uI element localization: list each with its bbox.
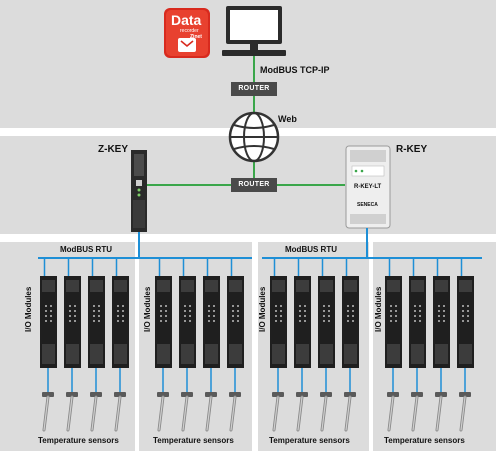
io-modules-label-4: I/O Modules <box>374 286 383 332</box>
rkey-brand-label: SENECA <box>357 202 378 208</box>
modbus-rtu-buses <box>38 257 482 276</box>
logo-title: Data <box>171 12 202 28</box>
modbus-rtu-label-left: ModBUS RTU <box>60 245 112 254</box>
temperature-sensor <box>387 392 399 432</box>
temperature-sensor <box>272 392 284 432</box>
temperature-sensor <box>181 392 193 432</box>
io-module <box>342 276 359 368</box>
temperature-sensors-label-3: Temperature sensors <box>269 436 350 445</box>
group-divider-1 <box>135 242 139 451</box>
temperature-sensor <box>320 392 332 432</box>
io-module <box>179 276 196 368</box>
io-modules-label-3: I/O Modules <box>258 286 267 332</box>
io-module <box>457 276 474 368</box>
temperature-sensors-label-4: Temperature sensors <box>384 436 465 445</box>
io-module <box>433 276 450 368</box>
temperature-sensor <box>114 392 126 432</box>
data-recorder-logo <box>164 8 210 58</box>
temperature-sensors-label-1: Temperature sensors <box>38 436 119 445</box>
router-top: ROUTER <box>231 82 277 96</box>
io-modules-label-2: I/O Modules <box>143 286 152 332</box>
section-divider <box>252 242 258 451</box>
temperature-sensors-label-2: Temperature sensors <box>153 436 234 445</box>
temperature-sensor <box>296 392 308 432</box>
temperature-sensor <box>344 392 356 432</box>
io-module <box>385 276 402 368</box>
temperature-sensor <box>435 392 447 432</box>
middle-band <box>0 234 496 242</box>
logo-subtitle: recorder <box>180 28 199 34</box>
modbus-tcp-label: ModBUS TCP-IP <box>260 65 330 75</box>
temperature-sensor-groups <box>42 368 471 432</box>
globe-icon <box>228 111 280 163</box>
temperature-sensor <box>411 392 423 432</box>
temperature-sensor <box>157 392 169 432</box>
io-module <box>409 276 426 368</box>
io-module <box>203 276 220 368</box>
web-label: Web <box>278 114 297 124</box>
temperature-sensor <box>229 392 241 432</box>
io-module <box>40 276 57 368</box>
computer-icon <box>222 6 286 56</box>
rkey-label: R-KEY <box>396 144 428 155</box>
rkey-device-label: R-KEY-LT <box>354 184 382 190</box>
io-module <box>64 276 81 368</box>
io-module <box>270 276 287 368</box>
logo-brand: Zinet <box>190 34 202 40</box>
group-divider-2 <box>369 242 373 451</box>
temperature-sensor <box>205 392 217 432</box>
io-module-groups <box>40 276 474 368</box>
io-modules-label-1: I/O Modules <box>24 286 33 332</box>
modbus-rtu-label-right: ModBUS RTU <box>285 245 337 254</box>
io-module <box>318 276 335 368</box>
io-module <box>88 276 105 368</box>
io-module <box>155 276 172 368</box>
zkey-device <box>131 150 147 232</box>
temperature-sensor <box>90 392 102 432</box>
io-module <box>227 276 244 368</box>
router-middle: ROUTER <box>231 178 277 192</box>
zkey-label: Z-KEY <box>98 144 128 155</box>
temperature-sensor <box>42 392 54 432</box>
io-module <box>112 276 129 368</box>
io-module <box>294 276 311 368</box>
temperature-sensor <box>66 392 78 432</box>
temperature-sensor <box>459 392 471 432</box>
